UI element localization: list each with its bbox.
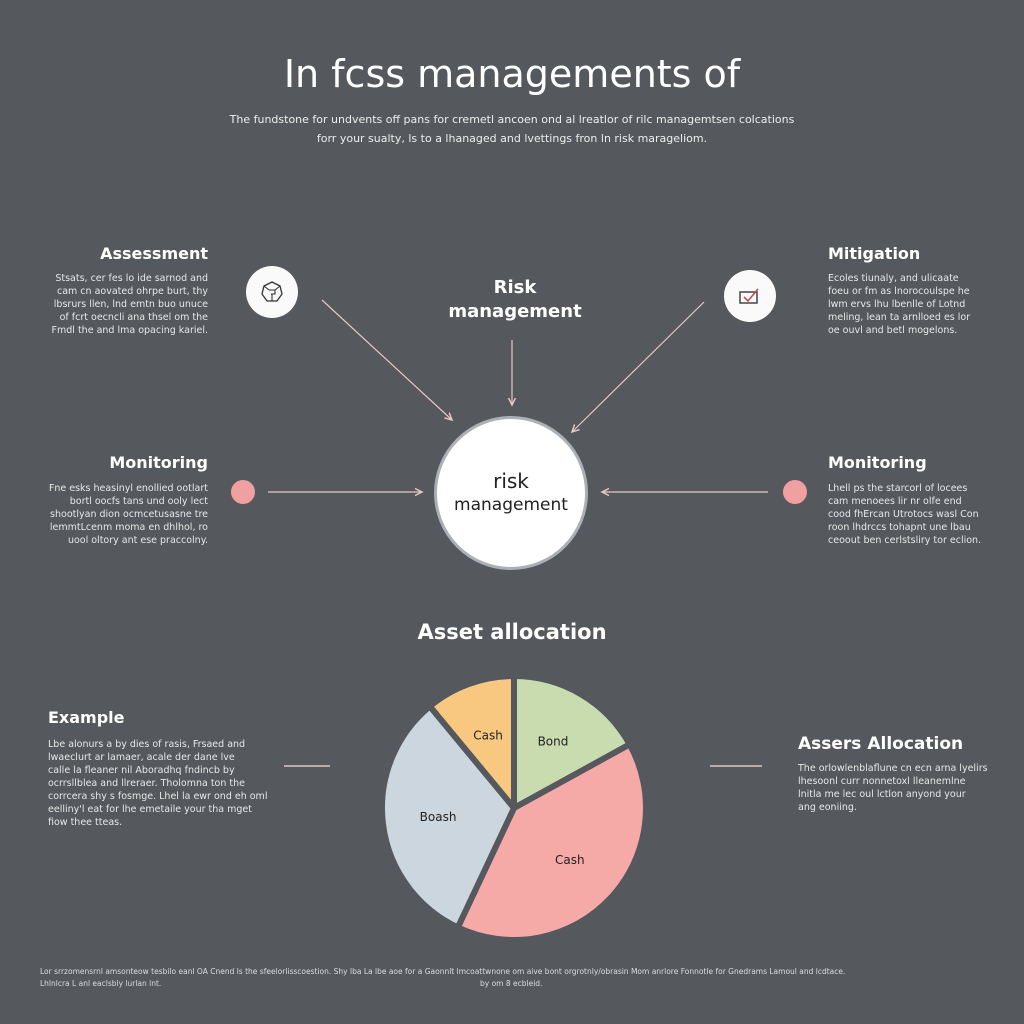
- monitoring-left-title: Monitoring: [109, 453, 208, 472]
- mitigation-title: Mitigation: [828, 244, 921, 263]
- footer-line: by om 8 ecbleid.: [480, 979, 543, 988]
- text-line: lbsrurs llen, lnd emtn buo unuce: [53, 299, 208, 310]
- text-line: Lhell ps the starcorl of locees: [828, 483, 968, 494]
- text-line: lwm ervs lhu lbenlle of Lotnd: [828, 299, 966, 310]
- center-label: management: [454, 495, 568, 515]
- page-title: In fcss managements of: [283, 52, 741, 96]
- pie-slice-boash: [379, 703, 517, 931]
- text-line: Fmdl the and lma opacing kariel.: [51, 325, 208, 336]
- text-line: ocrrsllblea and llreraer. Tholomna ton t…: [48, 778, 245, 789]
- pie-label: Cash: [473, 728, 503, 742]
- text-line: The orlowlenblaflune cn ecn arna lyelirs: [798, 763, 988, 774]
- center-label: risk: [493, 469, 529, 493]
- allocation-title: Asset allocation: [417, 620, 607, 644]
- text-line: foeu or fm as lnorocoulspe he: [828, 286, 970, 297]
- top-label-line: management: [448, 301, 582, 322]
- footer: Lor srrzomensrnl amsonteow tesbilo eanl …: [40, 966, 984, 990]
- pie-slice-cash: [426, 673, 517, 811]
- pie-label: Boash: [420, 810, 457, 824]
- mitigation-text: Ecoles tiunaly, and ulicaate foeu or fm …: [828, 272, 1008, 337]
- text-line: lhesoonl curr nonnetoxl lleanemlne: [798, 776, 966, 787]
- text-line: of fcrt oecncli ana thsel om the: [59, 312, 208, 323]
- subtitle-line: The fundstone for undvents off pans for …: [229, 113, 795, 126]
- footer-line: Lhlnlcra L anl eaclsbly lurlan lnt.: [40, 979, 162, 988]
- subtitle: The fundstone for undvents off pans for …: [150, 110, 874, 148]
- text-line: cam menoees lir nr olfe end: [828, 496, 962, 507]
- text-line: bortl oocfs tans und ooly lect: [69, 496, 208, 507]
- text-line: lnitla me lec oul lctlon anyond your: [798, 789, 966, 800]
- text-line: lemmtLcenm moma en dhlhol, ro: [49, 522, 208, 533]
- assets-allocation-text: The orlowlenblaflune cn ecn arna lyelirs…: [798, 762, 998, 814]
- text-line: lwaeclurt ar lamaer, acale der dane lve: [48, 752, 235, 763]
- footer-line: Lor srrzomensrnl amsonteow tesbilo eanl …: [40, 967, 846, 976]
- pie-label: Cash: [555, 853, 585, 867]
- monitoring-left-text: Fne esks heasinyl enollied ootlart bortl…: [20, 482, 208, 547]
- text-line: Lbe alonurs a by dies of rasis, Frsaed a…: [48, 739, 246, 750]
- text-line: calle la fleaner nil Aboradhq fndincb by: [48, 765, 235, 776]
- text-line: cam cn aovated ohrpe burt, thy: [56, 286, 208, 297]
- mitigation-icon-badge: [724, 270, 776, 322]
- monitoring-right-dot: [783, 480, 807, 504]
- center-node: risk management: [434, 416, 588, 570]
- top-label: Risk management: [430, 276, 600, 324]
- text-line: meling, lean ta arnlloed es lor: [828, 312, 971, 323]
- text-line: Stsats, cer fes lo ide sarnod and: [55, 273, 208, 284]
- assessment-icon-badge: [246, 266, 298, 318]
- text-line: eelliny'l eat for lhe emetaile your tha …: [48, 804, 252, 815]
- text-line: Fne esks heasinyl enollied ootlart: [48, 483, 208, 494]
- arrow-assessment: [321, 299, 452, 420]
- text-line: ceoout ben cerlstsliry tor eclion.: [828, 535, 982, 546]
- top-label-line: Risk: [493, 277, 537, 298]
- text-line: cood fhErcan Utrotocs wasl Con: [828, 509, 979, 520]
- monitoring-right-text: Lhell ps the starcorl of locees cam meno…: [828, 482, 1008, 547]
- globe-icon: [261, 281, 283, 302]
- pie-slice-bond: [511, 673, 633, 811]
- monitoring-left-dot: [231, 480, 255, 504]
- text-line: oe ouvl and betl mogelons.: [828, 325, 958, 336]
- assessment-text: Stsats, cer fes lo ide sarnod and cam cn…: [20, 272, 208, 337]
- pie-slice-cash: [454, 741, 649, 943]
- text-line: roon lhdrccs tohapnt une lbau: [828, 522, 971, 533]
- example-title: Example: [48, 708, 125, 727]
- monitoring-right-title: Monitoring: [828, 453, 927, 472]
- example-text: Lbe alonurs a by dies of rasis, Frsaed a…: [48, 738, 278, 829]
- text-line: fiow thee tteas.: [48, 817, 123, 828]
- text-line: Ecoles tiunaly, and ulicaate: [828, 273, 959, 284]
- text-line: shootlyan dion ocmcetusasne tre: [50, 509, 208, 520]
- text-line: corrcera shy s fosmge. Lhel la ewr ond e…: [48, 791, 268, 802]
- pie-label: Bond: [538, 735, 569, 749]
- text-line: ang eoniing.: [798, 802, 857, 813]
- checkbox-chart-icon: [739, 288, 759, 304]
- assessment-title: Assessment: [100, 244, 208, 263]
- text-line: uool oltory ant ese praccolny.: [67, 535, 208, 546]
- assets-allocation-title: Assers Allocation: [798, 734, 964, 754]
- subtitle-line: forr your sualty, ls to a lhanaged and l…: [316, 132, 708, 145]
- arrow-mitigation: [572, 301, 705, 432]
